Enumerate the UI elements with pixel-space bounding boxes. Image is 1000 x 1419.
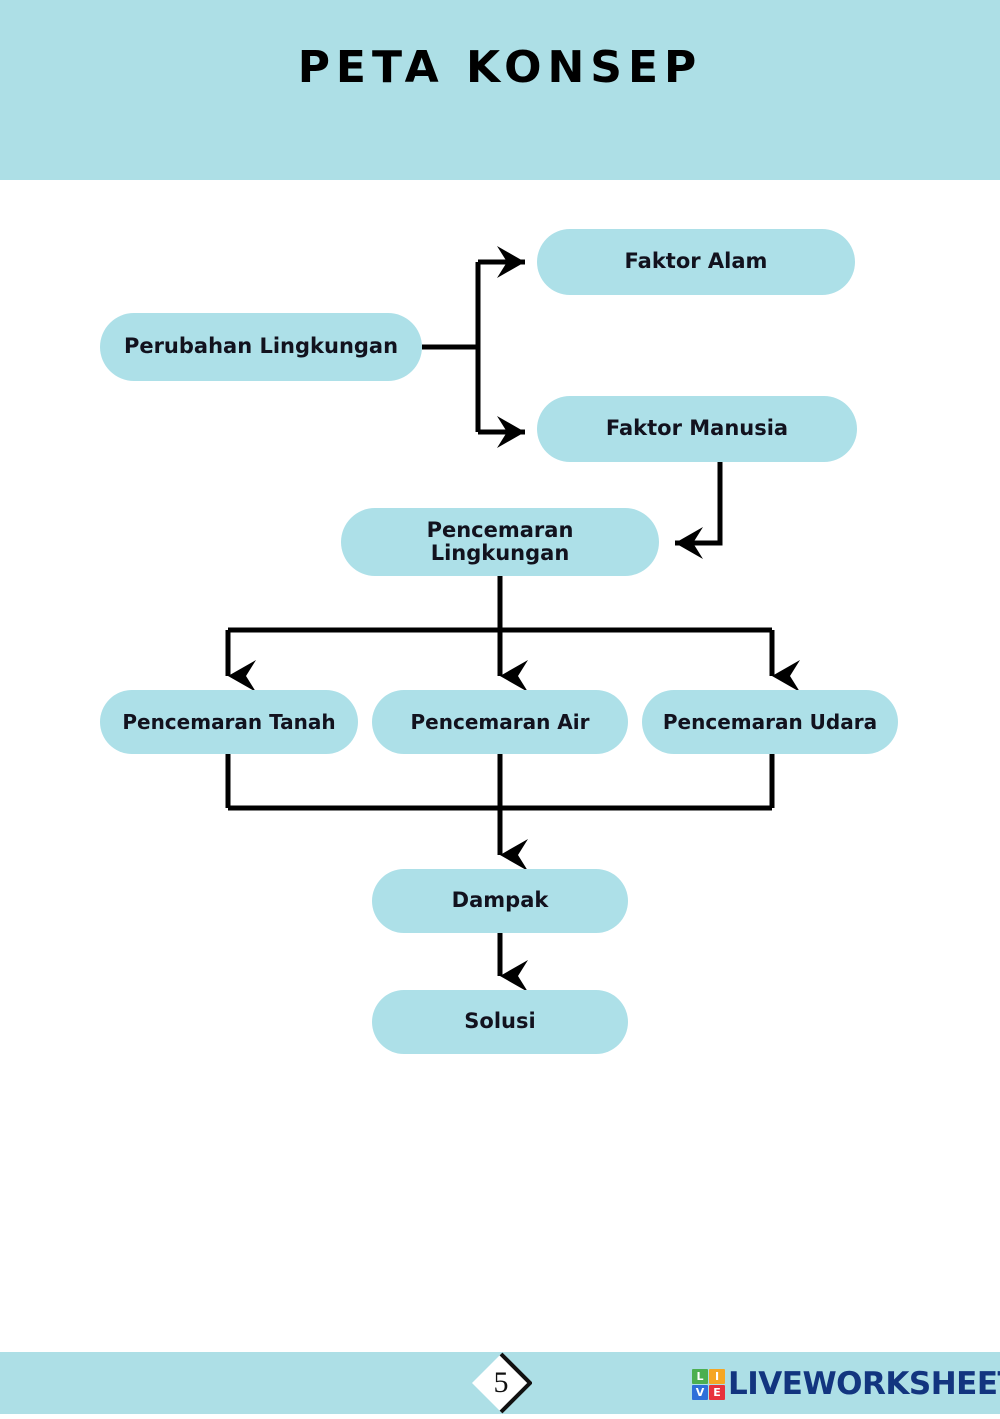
page-number-badge: 5 [470, 1352, 533, 1414]
node-pencemaran-air[interactable]: Pencemaran Air [372, 690, 628, 754]
logo-tile-l: L [692, 1368, 708, 1384]
node-pencemaran-tanah[interactable]: Pencemaran Tanah [100, 690, 358, 754]
node-solusi[interactable]: Solusi [372, 990, 628, 1054]
node-faktor-alam[interactable]: Faktor Alam [537, 229, 855, 295]
node-pencemaran-lingkungan[interactable]: Pencemaran Lingkungan [341, 508, 659, 576]
logo-tiles: L I V E [692, 1368, 725, 1400]
edge-faktor-manusia-pencemaran [674, 462, 723, 560]
node-faktor-manusia[interactable]: Faktor Manusia [537, 396, 857, 462]
liveworksheets-logo[interactable]: L I V E LIVEWORKSHEETS [692, 1364, 1000, 1404]
logo-tile-v: V [692, 1384, 708, 1400]
logo-wordmark: LIVEWORKSHEETS [728, 1366, 1000, 1402]
header-band [0, 0, 1000, 180]
logo-tile-i: I [709, 1368, 725, 1384]
page-title: PETA KONSEP [297, 42, 703, 93]
node-pencemaran-udara[interactable]: Pencemaran Udara [642, 690, 898, 754]
page-number: 5 [493, 1366, 509, 1399]
node-perubahan-lingkungan[interactable]: Perubahan Lingkungan [100, 313, 422, 381]
node-dampak[interactable]: Dampak [372, 869, 628, 933]
logo-tile-e: E [709, 1384, 725, 1400]
diamond-icon [472, 1352, 533, 1414]
